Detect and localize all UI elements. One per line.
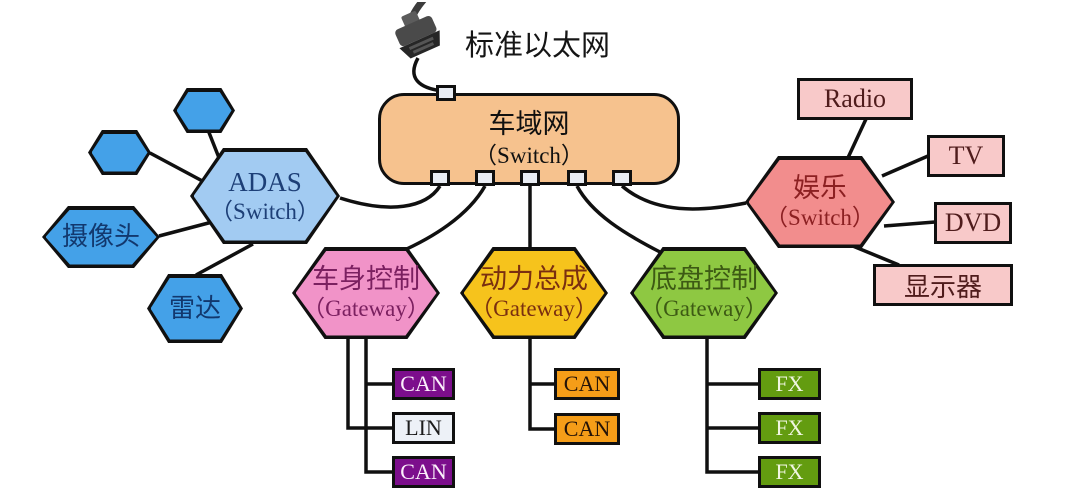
edge-ent-tv [881,154,929,178]
edge-power-can [528,337,554,431]
adas-title: ADAS [228,167,302,197]
chassis-gateway-subtitle: （Gateway） [640,296,768,322]
adas-sensor-hexagon-1 [173,88,235,133]
switch-port-4 [567,170,587,186]
radar-node: 雷达 [147,274,243,343]
edge-port4-chassis [575,185,661,254]
edge-adas-radar [195,242,254,277]
switch-port-2 [475,170,495,186]
dvd-box: DVD [934,202,1012,244]
body-gateway-title: 车身控制 [312,264,420,294]
adas-subtitle: （Switch） [210,199,320,225]
entertainment-title: 娱乐 [793,173,847,203]
powertrain-gateway-title: 动力总成 [480,264,588,294]
edge-body-lin [346,337,392,430]
body-bus-can-1: CAN [392,368,455,400]
adas-sensor-hexagon-2 [88,130,151,175]
ethernet-label: 标准以太网 [465,30,611,62]
edge-adas-hex2 [149,151,209,186]
edge-adas-switch [339,184,442,209]
edge-adas-camera [158,219,217,238]
switch-port-top [436,85,456,101]
switch-port-5 [612,170,632,186]
chassis-bus-fx-3: FX [758,456,821,488]
chassis-control-gateway-node: 底盘控制 （Gateway） [630,247,778,339]
display-box: 显示器 [873,264,1013,306]
edge-chassis-fx [705,337,758,474]
body-control-gateway-node: 车身控制 （Gateway） [292,247,440,339]
vehicle-domain-switch-title: 车域网 [488,108,570,139]
powertrain-bus-can-1: CAN [554,368,620,400]
camera-node: 摄像头 [42,206,160,268]
radar-label: 雷达 [168,293,221,323]
body-gateway-subtitle: （Gateway） [302,296,430,322]
obd-connector-icon [395,2,440,59]
body-bus-can-2: CAN [392,456,455,488]
camera-label: 摄像头 [61,222,140,252]
switch-port-3 [520,170,540,186]
chassis-bus-fx-2: FX [758,412,821,444]
entertainment-switch-node: 娱乐 （Switch） [745,156,895,248]
powertrain-gateway-subtitle: （Gateway） [470,296,598,322]
chassis-gateway-title: 底盘控制 [650,264,758,294]
switch-port-1 [430,170,450,186]
adas-switch-node: ADAS （Switch） [190,148,340,244]
radio-box: Radio [797,78,913,120]
edge-port5-entertainment [620,184,747,211]
powertrain-gateway-node: 动力总成 （Gateway） [460,247,608,339]
tv-box: TV [927,135,1005,177]
edge-ent-dvd [883,220,936,228]
body-bus-lin: LIN [392,412,455,444]
entertainment-subtitle: （Switch） [765,205,875,231]
vehicle-domain-switch-subtitle: （Switch） [474,142,584,168]
chassis-bus-fx-1: FX [758,368,821,400]
edge-body-can [364,337,392,474]
edge-port2-body [399,185,487,254]
powertrain-bus-can-2: CAN [554,413,620,445]
edge-ent-radio [844,118,868,163]
